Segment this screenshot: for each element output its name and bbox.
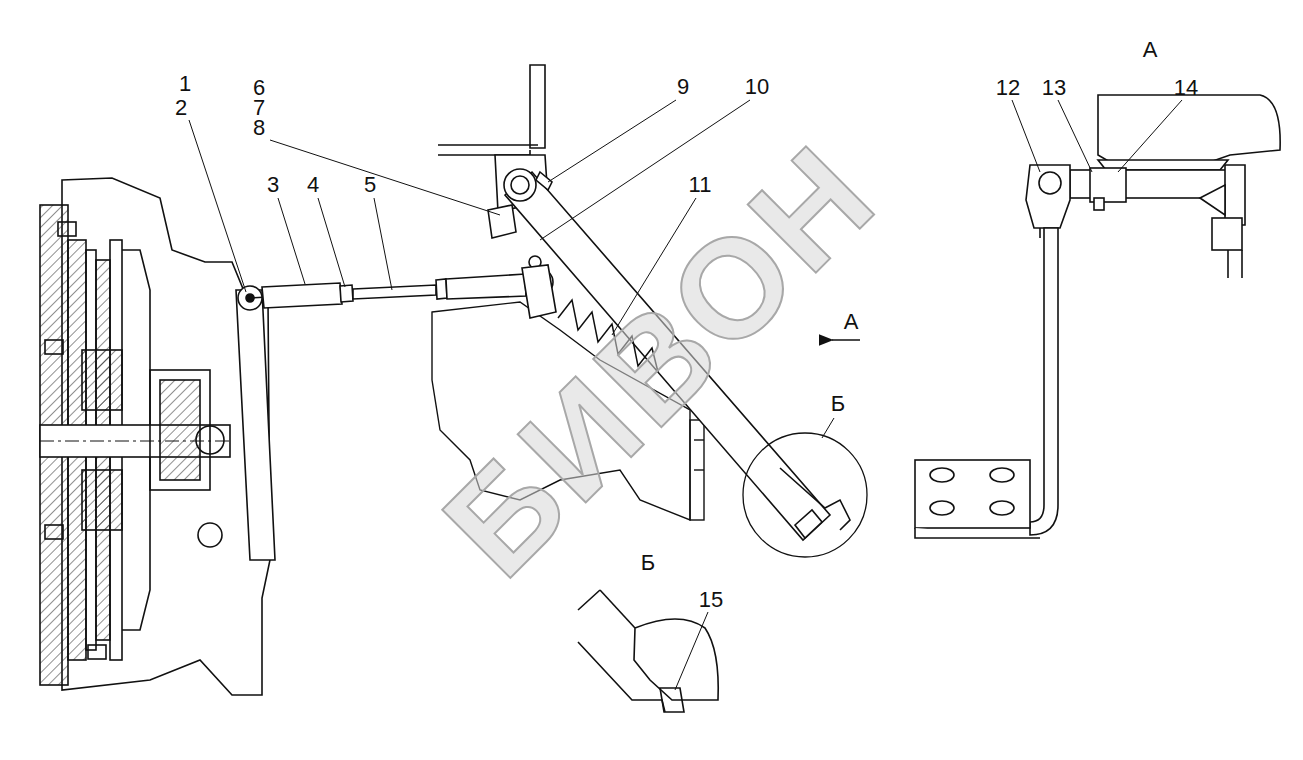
release-fork-lever: [236, 286, 275, 560]
callout-number: 5: [364, 174, 376, 196]
detail-label: Б: [831, 393, 845, 415]
view-label: А: [844, 311, 859, 333]
view-title: Б: [641, 552, 655, 574]
callout-number: 6: [253, 77, 265, 99]
detail-b: [578, 590, 718, 712]
detail-circle: [743, 433, 867, 557]
callout-number: 9: [677, 76, 689, 98]
callout-number: 12: [996, 77, 1020, 99]
view-title: А: [1143, 39, 1158, 61]
adjustable-rod: [250, 256, 553, 308]
callout-number: 2: [175, 97, 187, 119]
callout-number: 15: [699, 589, 723, 611]
callout-number: 13: [1042, 77, 1066, 99]
watermark: БИВОН: [420, 120, 900, 600]
callout-number: 3: [267, 174, 279, 196]
callout-number: 7: [253, 97, 265, 119]
callout-number: 11: [689, 174, 712, 196]
leader-lines: [189, 100, 1182, 690]
callout-number: 4: [307, 174, 319, 196]
callout-number: 10: [745, 76, 769, 98]
callout-number: 1: [179, 73, 191, 95]
callout-number: 8: [253, 117, 265, 139]
callout-number: 14: [1174, 77, 1198, 99]
view-arrow: [832, 339, 860, 341]
clutch-housing: [40, 178, 270, 695]
view-a: [915, 95, 1280, 538]
